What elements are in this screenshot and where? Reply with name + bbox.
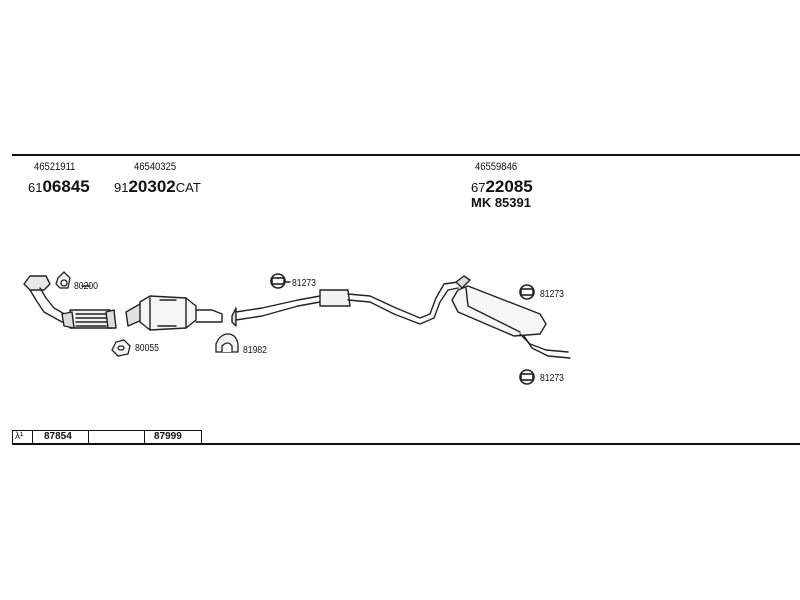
lambda-right-number: 87999 xyxy=(154,431,182,442)
part2-main: 20302 xyxy=(128,177,176,196)
part1-prefix: 61 xyxy=(28,180,43,195)
part2-oe-number: 46540325 xyxy=(134,161,177,173)
rear-silencer xyxy=(451,275,571,359)
part1-number: 6106845 xyxy=(28,178,90,196)
part3-prefix: 67 xyxy=(471,180,486,195)
part3-number: 6722085 xyxy=(471,178,533,196)
rubber-mount-icons xyxy=(270,273,535,385)
callout-80055: 80055 xyxy=(135,343,159,354)
part2-number: 9120302CAT xyxy=(114,178,201,196)
callout-81273-b: 81273 xyxy=(540,289,564,300)
callout-80200: 80200 xyxy=(74,281,98,292)
lambda-divider-3 xyxy=(144,430,145,444)
part2-suffix: CAT xyxy=(175,180,201,195)
part2-prefix: 91 xyxy=(114,180,129,195)
catalytic-converter xyxy=(125,295,223,331)
lambda-divider-2 xyxy=(88,430,89,444)
lambda-left-number: 87854 xyxy=(44,431,72,442)
front-pipe xyxy=(23,275,117,329)
callout-81982: 81982 xyxy=(243,345,267,356)
lambda-symbol: λ¹ xyxy=(15,431,24,442)
part3-main: 22085 xyxy=(485,177,533,196)
callout-81273-c: 81273 xyxy=(540,373,564,384)
part3-oe-number: 46559846 xyxy=(475,161,518,173)
callout-81273-a: 81273 xyxy=(292,278,316,289)
lambda-divider-1 xyxy=(32,430,33,444)
lambda-table xyxy=(12,430,202,445)
part1-main: 06845 xyxy=(42,177,90,196)
part3-kit-number: MK 85391 xyxy=(471,195,531,210)
middle-section xyxy=(231,281,459,327)
top-rule xyxy=(12,154,800,156)
part1-oe-number: 46521911 xyxy=(34,161,76,173)
bottom-rule xyxy=(12,443,800,445)
